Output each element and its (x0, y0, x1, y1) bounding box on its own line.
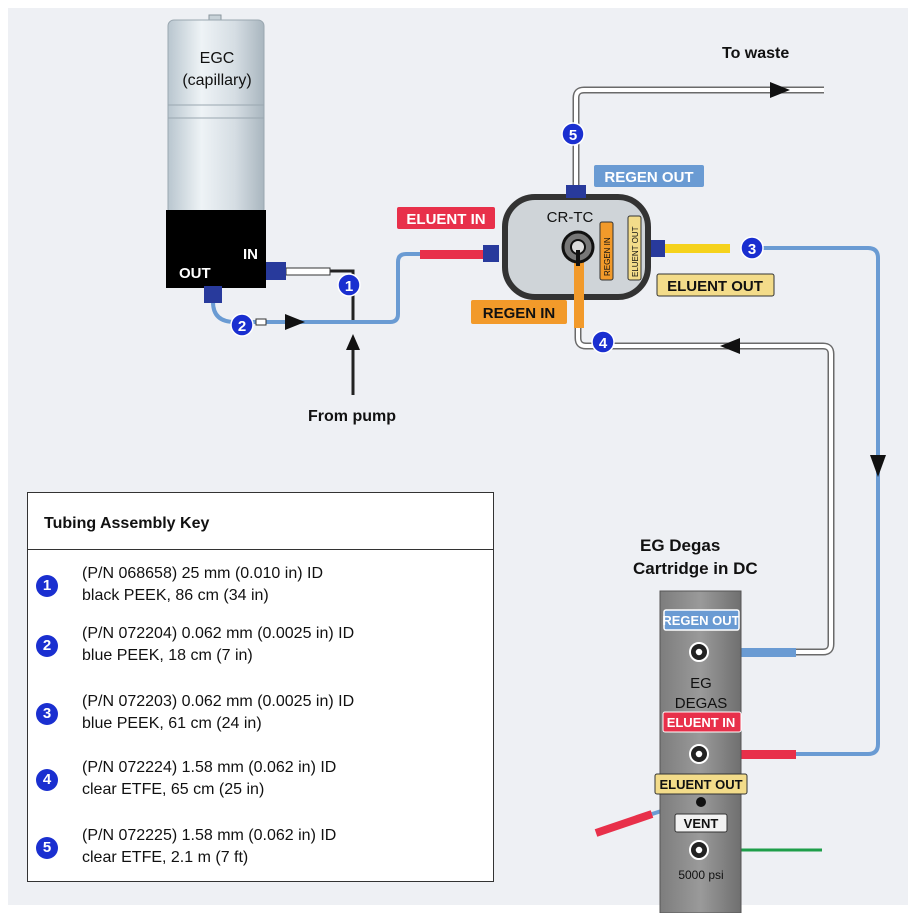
crtc-device: CR-TC REGEN IN ELUENT OUT (420, 185, 730, 328)
flow-arrow-waste (770, 82, 790, 98)
marker-2-label: 2 (238, 318, 246, 335)
key-item-number: 3 (36, 703, 58, 725)
key-item-3: 3 (P/N 072203) 0.062 mm (0.0025 in) ID b… (36, 693, 476, 741)
tube-2 (211, 252, 420, 324)
to-waste-label: To waste (722, 45, 789, 62)
marker-4-label: 4 (599, 335, 608, 352)
marker-1 (337, 273, 361, 297)
degas-heading-line1: EG Degas (640, 536, 720, 555)
marker-2 (230, 313, 254, 337)
marker-3-label: 3 (748, 241, 756, 258)
egc-subtitle-label: (capillary) (182, 72, 251, 89)
crtc-regen-out-fitting (566, 185, 586, 198)
crtc-regen-in-small-label: REGEN IN (603, 237, 612, 276)
tubing-key-box: Tubing Assembly Key 1 (P/N 068658) 25 mm… (27, 492, 494, 882)
key-item-material: clear ETFE, 65 cm (25 in) (82, 781, 265, 798)
tubing-key-title: Tubing Assembly Key (44, 515, 210, 532)
flow-arrow-tube-4 (720, 338, 740, 354)
egc-in-fitting (266, 262, 286, 280)
key-item-spec: (P/N 072204) 0.062 mm (0.0025 in) ID (82, 625, 355, 642)
egc-name-label: EGC (200, 50, 235, 67)
marker-5-label: 5 (569, 127, 577, 144)
degas-vent-tag: VENT (684, 816, 719, 831)
key-item-material: clear ETFE, 2.1 m (7 ft) (82, 849, 249, 866)
crtc-eluent-in-fitting (483, 245, 499, 262)
marker-1-label: 1 (345, 278, 353, 295)
egc-base (166, 210, 266, 288)
egc-in-port-label: IN (243, 246, 258, 263)
key-item-spec: (P/N 068658) 25 mm (0.010 in) ID (82, 565, 323, 582)
regen-out-tag: REGEN OUT (604, 169, 693, 186)
key-item-number: 2 (36, 635, 58, 657)
crtc-tags: ELUENT IN REGEN OUT ELUENT OUT REGEN IN (397, 165, 775, 324)
tube-4-inner (576, 326, 833, 654)
degas-panel: EG Degas Cartridge in DC REGEN OUT EG DE… (633, 536, 758, 914)
key-item-5: 5 (P/N 072225) 1.58 mm (0.062 in) ID cle… (36, 827, 476, 875)
degas-eluent-out-tag: ELUENT OUT (659, 777, 742, 792)
key-item-number: 5 (36, 837, 58, 859)
flow-arrow-tube-2 (285, 314, 305, 330)
key-item-1: 1 (P/N 068658) 25 mm (0.010 in) ID black… (36, 565, 476, 613)
marker-5 (561, 122, 585, 146)
regen-in-tag: REGEN IN (483, 305, 556, 322)
key-item-2: 2 (P/N 072204) 0.062 mm (0.0025 in) ID b… (36, 625, 476, 673)
key-item-material: blue PEEK, 61 cm (24 in) (82, 715, 262, 732)
key-item-number: 4 (36, 769, 58, 791)
degas-eluent-in-red-sleeve (730, 750, 796, 759)
key-item-material: black PEEK, 86 cm (34 in) (82, 587, 269, 604)
flow-arrow-tube-3 (870, 455, 886, 477)
crtc-eluent-out-small-label: ELUENT OUT (631, 226, 640, 277)
key-item-spec: (P/N 072225) 1.58 mm (0.062 in) ID (82, 827, 337, 844)
crtc-regen-in-orange-sleeve (574, 262, 584, 328)
tubing-key-divider (28, 549, 493, 550)
degas-eluent-in-tag: ELUENT IN (667, 715, 736, 730)
degas-eluent-out-red-sleeve (594, 810, 654, 837)
degas-heading-line2: Cartridge in DC (633, 559, 758, 578)
crtc-eluent-out-fitting (651, 240, 665, 257)
tubing-paths (211, 82, 886, 852)
tube-3 (744, 246, 880, 756)
eluent-in-tag: ELUENT IN (406, 211, 485, 228)
key-item-spec: (P/N 072203) 0.062 mm (0.0025 in) ID (82, 693, 355, 710)
crtc-name-label: CR-TC (547, 209, 594, 226)
degas-pressure-label: 5000 psi (678, 868, 723, 882)
key-item-material: blue PEEK, 18 cm (7 in) (82, 647, 253, 664)
degas-regen-out-tag: REGEN OUT (662, 613, 739, 628)
egc-cartridge: EGC (capillary) OUT IN (166, 14, 266, 288)
from-pump-arrow (346, 334, 360, 350)
tube-markers: 1 2 3 4 5 (230, 122, 764, 354)
degas-eluent-out-port (696, 797, 706, 807)
key-item-spec: (P/N 072224) 1.58 mm (0.062 in) ID (82, 759, 337, 776)
marker-4 (591, 330, 615, 354)
egc-out-port-label: OUT (179, 265, 211, 282)
crtc-eluent-out-yellow-sleeve (665, 244, 730, 253)
marker-3 (740, 236, 764, 260)
eluent-out-tag: ELUENT OUT (667, 278, 763, 295)
egc-out-fitting (204, 286, 222, 303)
from-pump-label: From pump (308, 408, 396, 425)
degas-name-line1: EG (690, 675, 712, 692)
tube-5-inner (574, 88, 824, 186)
degas-name-line2: DEGAS (675, 695, 728, 712)
degas-regen-out-blue-sleeve (730, 648, 796, 657)
key-item-4: 4 (P/N 072224) 1.58 mm (0.062 in) ID cle… (36, 759, 476, 807)
key-item-number: 1 (36, 575, 58, 597)
